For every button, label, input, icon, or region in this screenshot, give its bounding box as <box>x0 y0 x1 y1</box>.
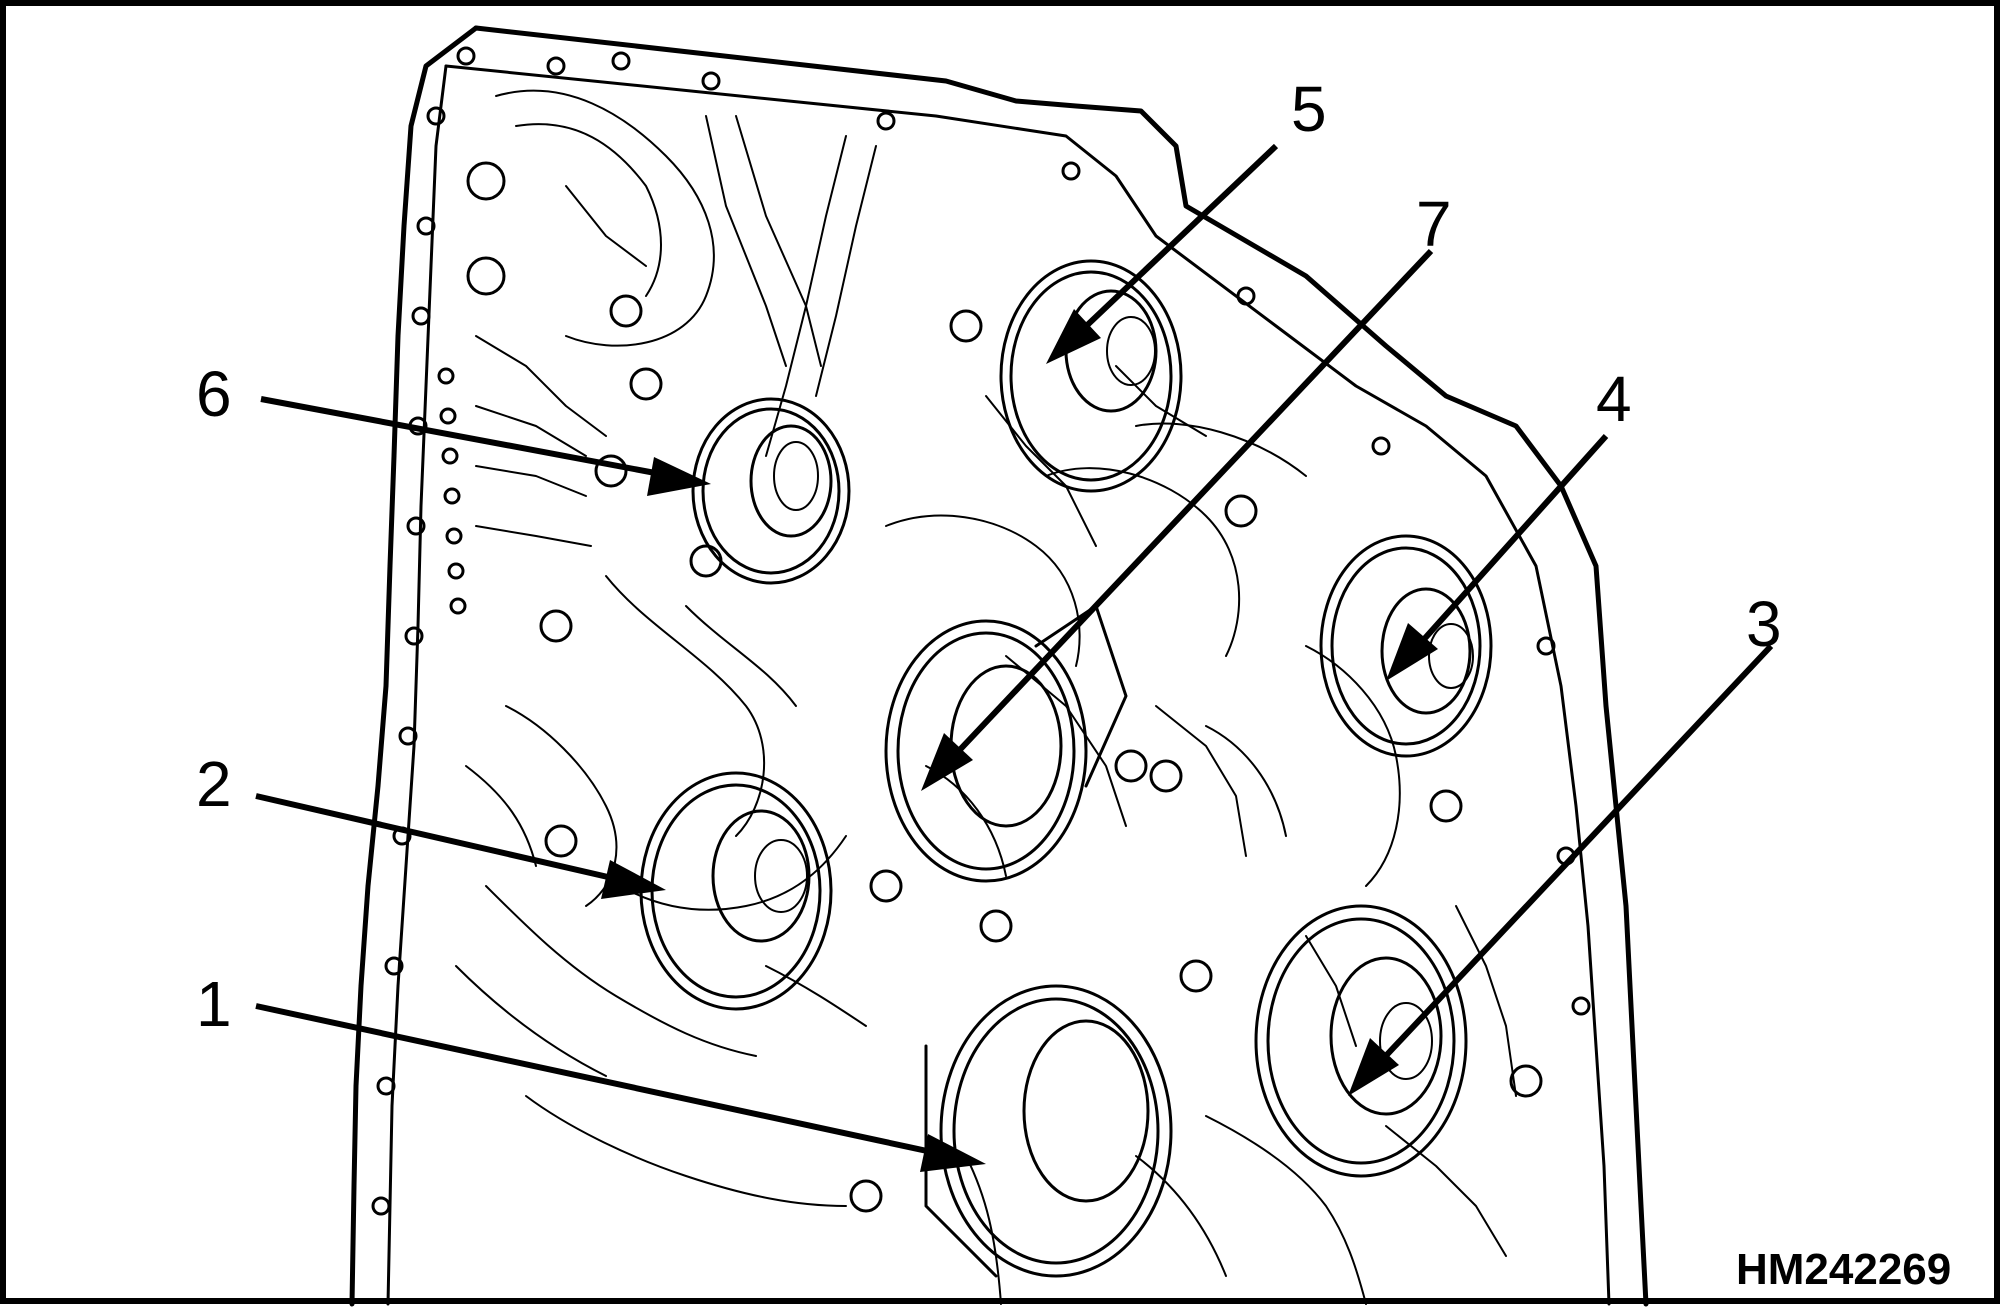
callout-label-7: 7 <box>1416 188 1452 260</box>
callout-label-1: 1 <box>196 968 232 1040</box>
valve-bore-1 <box>924 984 1173 1278</box>
valve-bore-3 <box>1254 904 1468 1178</box>
valve-bore-4 <box>1319 534 1493 758</box>
callout-label-5: 5 <box>1291 73 1327 145</box>
casting-channels <box>455 89 1517 1305</box>
transmission-valve-body-drawing: 1 2 3 4 5 6 7 HM242269 <box>196 25 1951 1307</box>
callout-label-2: 2 <box>196 748 232 820</box>
valve-bore-6 <box>691 397 851 585</box>
valve-bore-2 <box>639 771 833 1011</box>
callout-label-4: 4 <box>1596 363 1632 435</box>
valve-bore-5 <box>999 259 1183 493</box>
figure-id: HM242269 <box>1736 1245 1951 1294</box>
callout-label-6: 6 <box>196 358 232 430</box>
callout-label-3: 3 <box>1746 588 1782 660</box>
leader-arrows <box>255 143 1774 1172</box>
